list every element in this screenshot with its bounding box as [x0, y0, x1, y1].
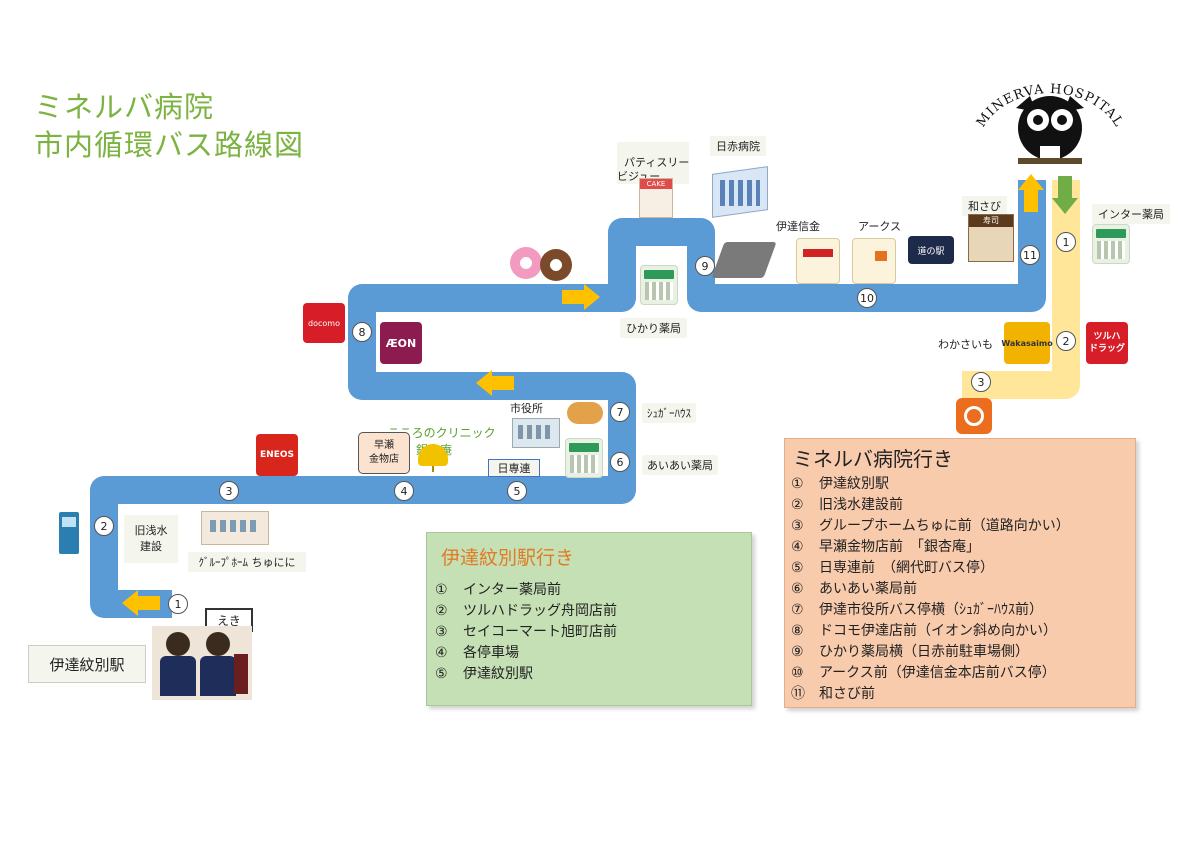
students-illustration-icon — [152, 626, 252, 700]
arcs-logo-icon — [852, 238, 896, 284]
nissen-label: 日専連 — [488, 459, 540, 477]
inter-pharmacy-label: インター薬局 — [1092, 204, 1170, 224]
sushi-shop-icon: 寿司 — [968, 214, 1014, 262]
city-hall-label: 市役所 — [510, 402, 543, 415]
patisserie-label: パティスリー ビジュー — [617, 142, 689, 184]
sugar-house-label: ｼｭｶﾞｰﾊｳｽ — [642, 403, 696, 423]
aiai-pharmacy-icon — [565, 438, 603, 478]
stop-3[interactable]: 3 — [219, 481, 239, 501]
route-to-hospital — [90, 180, 1046, 618]
arrow-left-2 — [476, 370, 514, 396]
svg-text:MINERVA HOSPITAL: MINERVA HOSPITAL — [974, 82, 1126, 130]
cake-shop-icon: CAKE — [639, 178, 673, 218]
hospital-name: MINERVA HOSPITAL — [974, 82, 1126, 130]
kyuasamizu-label: 旧浅水 建設 — [124, 515, 178, 563]
title-line-1: ミネルバ病院 — [34, 90, 215, 124]
docomo-logo-icon: docomo — [303, 303, 345, 343]
stop-2[interactable]: 2 — [94, 516, 114, 536]
stop-11[interactable]: 11 — [1020, 245, 1040, 265]
city-hall-icon — [512, 418, 560, 448]
stop-6[interactable]: 6 — [610, 452, 630, 472]
nisseki-hospital-icon — [712, 162, 768, 218]
ginkgo-leaf-icon — [418, 444, 448, 472]
inter-pharmacy-icon — [1092, 224, 1130, 264]
eneos-logo-icon: ENEOS — [256, 434, 298, 476]
return-stop-3[interactable]: 3 — [971, 372, 991, 392]
date-shinkin-label: 伊達信金 — [776, 220, 820, 233]
return-stop-2[interactable]: 2 — [1056, 331, 1076, 351]
stop-4[interactable]: 4 — [394, 481, 414, 501]
stop-5[interactable]: 5 — [507, 481, 527, 501]
stop-8[interactable]: 8 — [352, 322, 372, 342]
map-title: ミネルバ病院 市内循環バス路線図 — [34, 88, 304, 164]
seicomart-logo-icon — [956, 398, 992, 434]
bread-icon — [567, 402, 603, 424]
legend-to-hospital-title: ミネルバ病院行き — [793, 447, 953, 471]
hospital-name-text: MINERVA HOSPITAL — [974, 82, 1125, 130]
aeon-logo-icon: ÆON — [380, 322, 422, 364]
wakasaimo-logo-icon: Wakasaimo — [1001, 322, 1053, 364]
tsuruha-logo-icon: ツルハ ドラッグ — [1086, 322, 1128, 364]
group-home-label: ｸﾞﾙｰﾌﾟﾎｰﾑ ちゅにに — [188, 552, 306, 572]
arrow-right-1 — [562, 284, 600, 310]
legend-to-station-title: 伊達紋別駅行き — [441, 547, 575, 569]
arcs-label: アークス — [858, 220, 902, 233]
title-line-2: 市内循環バス路線図 — [34, 128, 305, 162]
wasabi-label: 和さび — [962, 196, 1007, 216]
ticket-machine-icon — [59, 512, 79, 554]
aiai-label: あいあい薬局 — [642, 455, 718, 475]
michinoeki-logo-icon: 道の駅 — [908, 236, 954, 264]
arrow-down-hospital — [1052, 176, 1078, 214]
hikari-pharmacy-icon — [640, 265, 678, 305]
wakasaimo-label: わかさいも — [938, 338, 993, 351]
owl-logo-icon — [1016, 96, 1084, 164]
stop-10[interactable]: 10 — [857, 288, 877, 308]
donut-icon — [510, 245, 574, 283]
date-shinkin-logo-icon — [796, 238, 840, 284]
hikari-label: ひかり薬局 — [620, 318, 687, 338]
stop-7[interactable]: 7 — [610, 402, 630, 422]
return-stop-1[interactable]: 1 — [1056, 232, 1076, 252]
stop-1[interactable]: 1 — [168, 594, 188, 614]
hayase-label: 早瀬 金物店 — [358, 432, 410, 474]
nisseki-label: 日赤病院 — [710, 136, 766, 156]
arrow-up-hospital — [1018, 174, 1044, 212]
group-home-icon — [201, 511, 269, 545]
date-station-label: 伊達紋別駅 — [28, 645, 146, 683]
arrow-left-1 — [122, 590, 160, 616]
